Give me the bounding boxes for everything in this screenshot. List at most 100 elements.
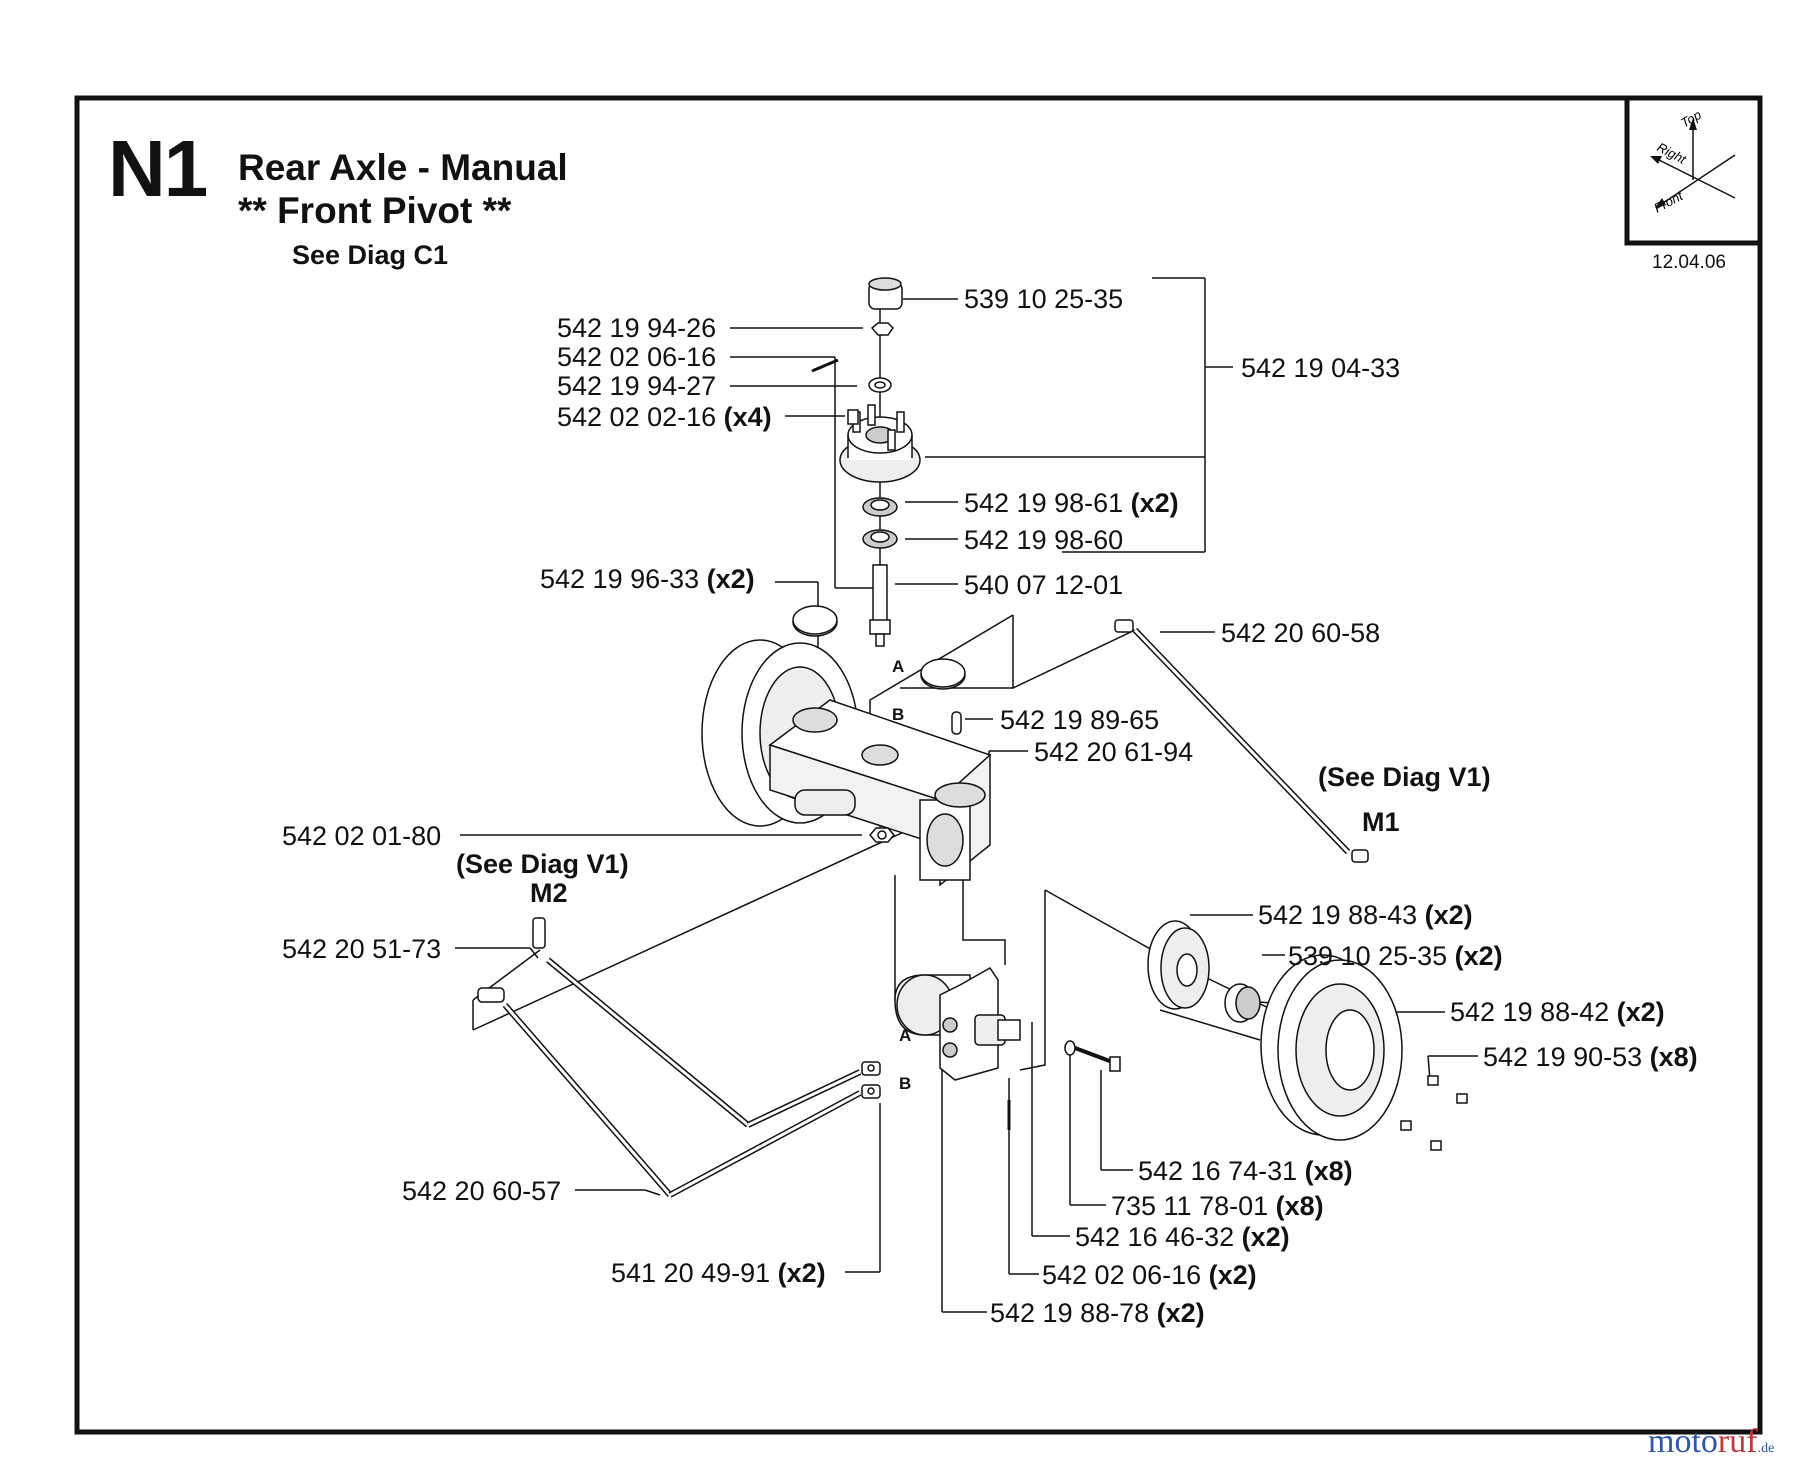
- part-number: 542 20 60-57: [402, 1176, 562, 1206]
- part-quantity: (x2): [777, 1258, 826, 1288]
- part-number: 542 19 94-27: [557, 371, 717, 401]
- nut-542-02-01-80: [869, 827, 895, 843]
- lug-bolts-542-19-90-53: [1400, 1075, 1468, 1151]
- pin-542-02-06-16: [811, 358, 839, 373]
- part-label[interactable]: 542 19 89-65: [1000, 705, 1159, 735]
- part-label[interactable]: 542 19 88-42 (x2): [1450, 997, 1665, 1027]
- axis-top-label: Top: [1678, 107, 1704, 131]
- cap-539-10-25-35: [868, 277, 903, 310]
- part-quantity: (x2): [1424, 900, 1473, 930]
- part-label[interactable]: 542 19 94-27: [557, 371, 716, 401]
- part-label[interactable]: 539 10 25-35: [964, 284, 1123, 314]
- part-drawings: [477, 277, 1468, 1198]
- part-quantity: (x2): [1616, 997, 1665, 1027]
- cap-542-19-96-33-a: [792, 605, 838, 637]
- port-a-label-top: A: [892, 657, 905, 676]
- cap-542-19-96-33-b: [920, 658, 966, 690]
- nut-542-19-94-26: [870, 322, 894, 336]
- part-label[interactable]: 541 20 49-91 (x2): [611, 1258, 826, 1288]
- part-number: 542 19 88-43: [1258, 900, 1418, 930]
- see-diagram-v1-left[interactable]: (See Diag V1): [456, 849, 629, 879]
- part-number: 542 19 96-33: [540, 564, 700, 594]
- part-number: 542 02 06-16: [557, 342, 717, 372]
- port-b-label-motor: B: [899, 1074, 912, 1093]
- part-quantity: (x2): [1156, 1298, 1205, 1328]
- fitting-541-20-49-91: [861, 1061, 881, 1099]
- hose-542-20-60-57: [477, 987, 862, 1198]
- part-number: 542 19 89-65: [1000, 705, 1160, 735]
- part-number: 542 20 60-58: [1221, 618, 1381, 648]
- orientation-indicator: Top Right Front: [1624, 95, 1763, 246]
- part-label[interactable]: 542 19 88-43 (x2): [1258, 900, 1473, 930]
- see-diagram-v1-right[interactable]: (See Diag V1): [1318, 762, 1491, 792]
- part-label[interactable]: 542 19 98-60: [964, 525, 1123, 555]
- part-number: 542 02 06-16: [1042, 1260, 1202, 1290]
- part-label[interactable]: 542 02 06-16 (x2): [1042, 1260, 1257, 1290]
- bearing-542-19-98-60: [862, 529, 898, 549]
- part-label[interactable]: 542 19 88-78 (x2): [990, 1298, 1205, 1328]
- part-label[interactable]: 542 19 98-61 (x2): [964, 488, 1179, 518]
- part-number: 542 20 61-94: [1034, 737, 1194, 767]
- hose-542-20-60-58: [1114, 619, 1369, 863]
- diagram-frame: [74, 95, 1763, 1435]
- part-quantity: (x2): [1241, 1222, 1290, 1252]
- part-label[interactable]: 542 02 01-80: [282, 821, 441, 851]
- part-label[interactable]: 542 20 51-73: [282, 934, 441, 964]
- axis-right-label: Right: [1655, 139, 1690, 167]
- part-label[interactable]: 542 20 60-57: [402, 1176, 561, 1206]
- port-a-label-motor: A: [899, 1026, 912, 1045]
- part-number: 542 19 88-78: [990, 1298, 1150, 1328]
- part-label[interactable]: 542 19 96-33 (x2): [540, 564, 755, 594]
- part-number: 542 19 94-26: [557, 313, 717, 343]
- bolt-542-16-74-31: [1074, 1046, 1121, 1072]
- part-label[interactable]: 542 19 04-33: [1241, 353, 1400, 383]
- hose-542-20-51-73: [532, 917, 862, 1128]
- part-label[interactable]: 540 07 12-01: [964, 570, 1123, 600]
- part-label[interactable]: 539 10 25-35 (x2): [1288, 941, 1503, 971]
- cap-539-10-25-35-x2: [1224, 983, 1261, 1023]
- part-quantity: (x8): [1304, 1156, 1353, 1186]
- part-label[interactable]: 542 16 74-31 (x8): [1138, 1156, 1353, 1186]
- part-number: 542 19 90-53: [1483, 1042, 1643, 1072]
- part-number: 541 20 49-91: [611, 1258, 771, 1288]
- part-number: 539 10 25-35: [1288, 941, 1448, 971]
- bearing-542-19-98-61: [862, 497, 898, 517]
- part-label[interactable]: 542 02 02-16 (x4): [557, 402, 772, 432]
- part-number: 542 20 51-73: [282, 934, 442, 964]
- part-quantity: (x2): [1130, 488, 1179, 518]
- part-number: 542 19 88-42: [1450, 997, 1610, 1027]
- part-number: 542 19 98-61: [964, 488, 1124, 518]
- brand-watermark: motoruf.de: [1648, 1423, 1775, 1460]
- diagram-code: N1: [108, 124, 208, 213]
- part-label[interactable]: 542 20 61-94: [1034, 737, 1193, 767]
- part-label[interactable]: 542 19 90-53 (x8): [1483, 1042, 1698, 1072]
- washer-735-11-78-01: [1064, 1040, 1076, 1056]
- part-label[interactable]: 542 19 94-26: [557, 313, 716, 343]
- part-quantity: (x2): [1208, 1260, 1257, 1290]
- port-b-label-top: B: [892, 705, 905, 724]
- part-quantity: (x8): [1649, 1042, 1698, 1072]
- part-number: 542 02 02-16: [557, 402, 717, 432]
- leader-lines: [455, 277, 1478, 1313]
- part-number: 542 19 04-33: [1241, 353, 1401, 383]
- part-quantity: (x2): [706, 564, 755, 594]
- part-label[interactable]: 542 02 06-16: [557, 342, 716, 372]
- pin-542-19-89-65: [951, 711, 962, 735]
- wheel-542-19-88-42: [1260, 954, 1403, 1141]
- part-label[interactable]: 735 11 78-01 (x8): [1111, 1191, 1324, 1221]
- part-number: 542 02 01-80: [282, 821, 442, 851]
- part-number: 539 10 25-35: [964, 284, 1124, 314]
- part-quantity: (x4): [723, 402, 772, 432]
- hose-marker-m1: M1: [1362, 807, 1400, 837]
- part-label[interactable]: 542 20 60-58: [1221, 618, 1380, 648]
- axle-housing-542-20-61-94: [768, 699, 992, 887]
- diagram-title: Rear Axle - Manual: [238, 147, 568, 188]
- hub-542-19-88-43: [1147, 920, 1210, 1010]
- part-label[interactable]: 542 16 46-32 (x2): [1075, 1222, 1290, 1252]
- part-number: 735 11 78-01: [1111, 1191, 1269, 1221]
- part-quantity: (x8): [1275, 1191, 1324, 1221]
- bolt-542-02-02-16: [847, 409, 859, 425]
- see-diagram-reference: See Diag C1: [292, 240, 449, 270]
- hose-marker-m2: M2: [530, 878, 568, 908]
